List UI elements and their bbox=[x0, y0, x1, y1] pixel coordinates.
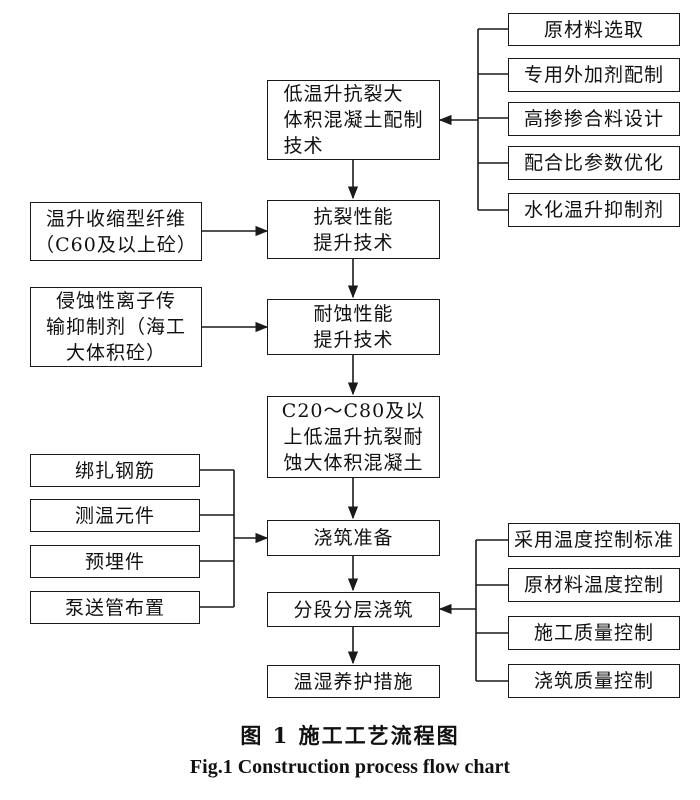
node-corrosion-resistance: 耐蚀性能 提升技术 bbox=[267, 299, 440, 355]
node-mix-ratio: 配合比参数优化 bbox=[508, 146, 680, 180]
node-pour-quality-label: 浇筑质量控制 bbox=[533, 670, 654, 692]
node-admixture-label: 专用外加剂配制 bbox=[523, 64, 664, 86]
node-admixture: 专用外加剂配制 bbox=[508, 58, 680, 92]
node-fiber: 温升收缩型纤维 （C60及以上砼） bbox=[30, 202, 202, 261]
node-rebar-label: 绑扎钢筋 bbox=[74, 459, 155, 482]
node-fiber-label: 温升收缩型纤维 （C60及以上砼） bbox=[35, 207, 197, 256]
node-curing-label: 温湿养护措施 bbox=[293, 670, 414, 693]
node-raw-temp-label: 原材料温度控制 bbox=[523, 574, 664, 596]
node-embedded: 预埋件 bbox=[30, 545, 200, 578]
node-temp-element: 测温元件 bbox=[30, 499, 200, 532]
node-ion-inhibitor: 侵蚀性离子传 输抑制剂（海工 大体积砼） bbox=[30, 287, 202, 367]
node-temp-standard: 采用温度控制标准 bbox=[508, 523, 680, 557]
node-embedded-label: 预埋件 bbox=[84, 550, 145, 573]
node-temp-standard-label: 采用温度控制标准 bbox=[513, 529, 674, 551]
node-hydration-inhibitor-label: 水化温升抑制剂 bbox=[523, 199, 664, 221]
node-pump-pipe: 泵送管布置 bbox=[30, 591, 200, 624]
node-corrosion-resistance-label: 耐蚀性能 提升技术 bbox=[313, 303, 394, 351]
node-high-mineral: 高掺掺合料设计 bbox=[508, 102, 680, 136]
caption-cn: 图 1 施工工艺流程图 bbox=[240, 723, 460, 748]
node-temp-element-label: 测温元件 bbox=[74, 504, 155, 527]
node-layered-pour: 分段分层浇筑 bbox=[267, 592, 440, 627]
node-construction-quality-label: 施工质量控制 bbox=[533, 622, 654, 644]
node-hydration-inhibitor: 水化温升抑制剂 bbox=[508, 193, 680, 227]
node-high-mineral-label: 高掺掺合料设计 bbox=[523, 108, 664, 130]
node-raw-temp: 原材料温度控制 bbox=[508, 568, 680, 602]
node-product-label: C20～C80及以 上低温升抗裂耐 蚀大体积混凝土 bbox=[281, 400, 426, 474]
node-raw-material: 原材料选取 bbox=[508, 13, 680, 46]
node-raw-material-label: 原材料选取 bbox=[543, 18, 644, 41]
node-curing: 温湿养护措施 bbox=[267, 665, 440, 698]
caption-en: Fig.1 Construction process flow chart bbox=[189, 756, 511, 778]
node-crack-resistance: 抗裂性能 提升技术 bbox=[267, 200, 440, 259]
node-construction-quality: 施工质量控制 bbox=[508, 616, 680, 650]
node-pour-quality: 浇筑质量控制 bbox=[508, 664, 680, 698]
node-layered-pour-label: 分段分层浇筑 bbox=[293, 598, 414, 621]
node-pour-prep: 浇筑准备 bbox=[267, 520, 440, 556]
node-pour-prep-label: 浇筑准备 bbox=[313, 527, 394, 549]
node-mix-ratio-label: 配合比参数优化 bbox=[523, 152, 664, 174]
node-product: C20～C80及以 上低温升抗裂耐 蚀大体积混凝土 bbox=[267, 396, 440, 478]
node-ion-inhibitor-label: 侵蚀性离子传 输抑制剂（海工 大体积砼） bbox=[45, 290, 186, 364]
node-pump-pipe-label: 泵送管布置 bbox=[64, 596, 165, 619]
node-mix-design: 低温升抗裂大 体积混凝土配制 技术 bbox=[267, 80, 440, 160]
node-mix-design-label: 低温升抗裂大 体积混凝土配制 技术 bbox=[283, 83, 424, 157]
node-crack-resistance-label: 抗裂性能 提升技术 bbox=[313, 205, 394, 254]
node-rebar: 绑扎钢筋 bbox=[30, 454, 200, 487]
